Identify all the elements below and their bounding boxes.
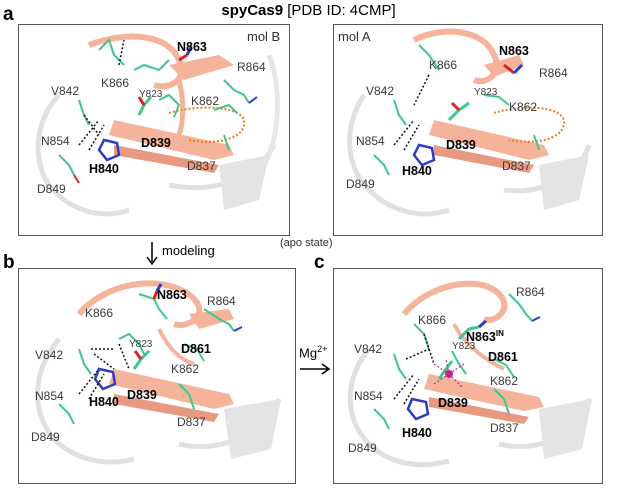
label-d861: D861 bbox=[181, 342, 211, 356]
mg-label-ion: Mg bbox=[299, 345, 318, 361]
label-n854: N854 bbox=[354, 389, 383, 403]
structure-model-b: N863 K866 R864 Y823 D861 K862 V842 N854 … bbox=[31, 280, 282, 465]
label-d837: D837 bbox=[490, 421, 519, 435]
panel-c-mg-bound: N863IN K866 R864 Y823 D861 K862 V842 N85… bbox=[333, 268, 603, 484]
panel-b-model: N863 K866 R864 Y823 D861 K862 V842 N854 … bbox=[18, 268, 296, 484]
structure-mol-a: N863 K866 R864 Y823 K862 V842 N854 D839 … bbox=[346, 28, 592, 217]
label-r864: R864 bbox=[516, 285, 545, 299]
structure-model-c: N863IN K866 R864 Y823 D861 K862 V842 N85… bbox=[347, 280, 592, 468]
modeling-label: modeling bbox=[162, 243, 215, 258]
label-k862: K862 bbox=[171, 362, 199, 376]
mg-label: Mg2+ bbox=[299, 344, 327, 360]
label-k862: K862 bbox=[191, 94, 219, 108]
label-v842: V842 bbox=[35, 348, 63, 362]
label-d839: D839 bbox=[446, 138, 476, 152]
label-d849: D849 bbox=[37, 182, 66, 196]
label-r864: R864 bbox=[539, 66, 568, 80]
label-k866: K866 bbox=[101, 76, 129, 90]
label-n863in-base: N863 bbox=[466, 330, 496, 344]
apo-state-label: (apo state) bbox=[280, 237, 333, 249]
label-y823: Y823 bbox=[452, 341, 476, 352]
label-d861: D861 bbox=[488, 350, 518, 364]
panel-a-mol-a: N863 K866 R864 Y823 K862 V842 N854 D839 … bbox=[333, 24, 603, 236]
label-h840: H840 bbox=[402, 426, 432, 440]
label-d837: D837 bbox=[502, 159, 531, 173]
label-y823: Y823 bbox=[474, 87, 498, 98]
structure-mol-b: N863 K866 R864 Y823 K862 V842 N854 D839 … bbox=[35, 33, 280, 217]
panel-letter-a: a bbox=[3, 4, 14, 25]
label-n863: N863 bbox=[499, 44, 529, 58]
figure-title-protein: spyCas9 bbox=[221, 2, 284, 19]
label-n854: N854 bbox=[41, 134, 70, 148]
label-y823: Y823 bbox=[139, 89, 163, 100]
panel-a-mol-b: N863 K866 R864 Y823 K862 V842 N854 D839 … bbox=[18, 24, 290, 236]
panel-letter-b: b bbox=[3, 252, 15, 273]
label-r864: R864 bbox=[237, 60, 266, 74]
label-d839: D839 bbox=[438, 396, 468, 410]
figure-title-pdb: [PDB ID: 4CMP] bbox=[283, 2, 396, 19]
figure-title: spyCas9 [PDB ID: 4CMP] bbox=[0, 2, 617, 19]
mol-b-label: mol B bbox=[247, 29, 281, 44]
label-k866: K866 bbox=[85, 306, 113, 320]
mg-label-charge: 2+ bbox=[317, 344, 328, 354]
label-d837: D837 bbox=[187, 159, 216, 173]
label-h840: H840 bbox=[402, 164, 432, 178]
label-v842: V842 bbox=[51, 84, 79, 98]
label-k862: K862 bbox=[490, 374, 518, 388]
label-d849: D849 bbox=[346, 177, 375, 191]
label-n863: N863 bbox=[157, 288, 187, 302]
label-d849: D849 bbox=[348, 441, 377, 455]
label-n854: N854 bbox=[356, 134, 385, 148]
label-n854: N854 bbox=[35, 389, 64, 403]
label-k862: K862 bbox=[509, 100, 537, 114]
modeling-arrow bbox=[140, 240, 164, 268]
label-v842: V842 bbox=[354, 342, 382, 356]
label-d839: D839 bbox=[127, 388, 157, 402]
label-r864: R864 bbox=[207, 294, 236, 308]
label-h840: H840 bbox=[89, 395, 119, 409]
label-k866: K866 bbox=[418, 313, 446, 327]
label-y823: Y823 bbox=[129, 339, 153, 350]
label-n863in: N863IN bbox=[466, 329, 504, 344]
mg-arrow bbox=[298, 358, 332, 380]
label-n863: N863 bbox=[177, 40, 207, 54]
label-v842: V842 bbox=[366, 84, 394, 98]
label-k866: K866 bbox=[429, 58, 457, 72]
label-d839: D839 bbox=[141, 136, 171, 150]
mol-a-label: mol A bbox=[338, 29, 371, 44]
label-d849: D849 bbox=[31, 430, 60, 444]
label-d837: D837 bbox=[177, 415, 206, 429]
label-n863in-sup: IN bbox=[496, 329, 504, 338]
label-h840: H840 bbox=[89, 162, 119, 176]
panel-letter-c: c bbox=[314, 252, 325, 273]
